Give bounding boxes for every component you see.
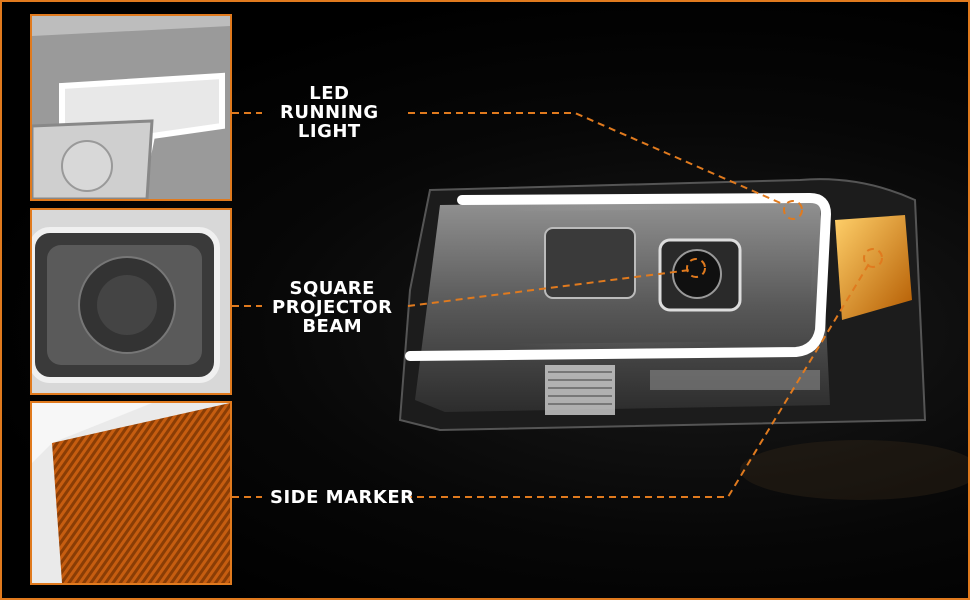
side-marker-closeup-thumbnail (30, 401, 232, 585)
led-callout-line-right (408, 112, 786, 206)
led-target-circle (783, 200, 803, 220)
projector-target-circle (686, 258, 706, 278)
label-line: RUNNING (280, 102, 379, 123)
led-running-light-label: LED RUNNING LIGHT (280, 84, 379, 141)
projector-closeup-thumbnail (30, 208, 232, 395)
label-line: SQUARE (289, 278, 375, 299)
marker-callout-line-right (405, 261, 871, 498)
label-line: LED (309, 83, 350, 104)
led-closeup-thumbnail (30, 14, 232, 201)
side-marker-label: SIDE MARKER (270, 488, 414, 507)
square-projector-beam-label: SQUARE PROJECTOR BEAM (272, 279, 393, 336)
label-line: SIDE MARKER (270, 487, 415, 508)
marker-target-circle (863, 248, 883, 268)
label-line: BEAM (302, 316, 363, 337)
projector-callout-line-right (407, 269, 691, 307)
label-line: PROJECTOR (272, 297, 393, 318)
label-line: LIGHT (297, 121, 361, 142)
